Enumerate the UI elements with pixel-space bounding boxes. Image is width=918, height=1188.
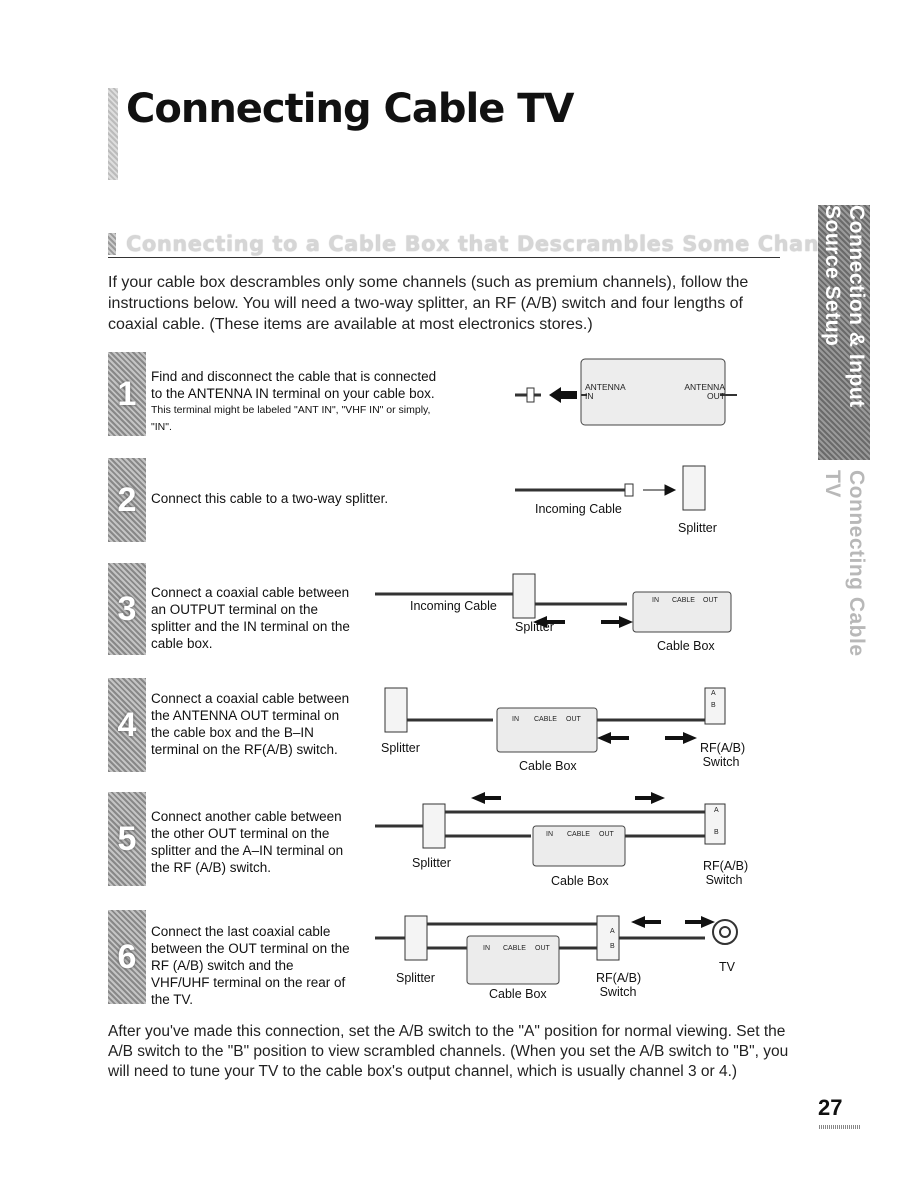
rf-switch-label-4: RF(A/B) Switch [700, 741, 746, 769]
out-label-4: OUT [566, 716, 581, 723]
step-3-number: 3 [108, 563, 146, 655]
rf-switch-label-6: RF(A/B) Switch [596, 971, 642, 999]
splitter-label-5: Splitter [412, 856, 451, 870]
splitter-label-3: Splitter [515, 620, 554, 634]
cable-box-label-5: Cable Box [551, 874, 609, 888]
side-tab-label: Connection & Input Source Setup [821, 205, 868, 408]
cable-box-shape [632, 591, 732, 633]
step-1-instruction: Find and disconnect the cable that is co… [151, 369, 437, 401]
rf-switch-shape [704, 687, 726, 725]
subtitle-accent-bar [108, 233, 116, 255]
arrow-right-icon [643, 484, 677, 496]
arrow-right-icon [601, 616, 633, 628]
tv-label: TV [719, 960, 735, 974]
diagram-step-4 [384, 687, 726, 753]
a-label-5: A [714, 807, 719, 814]
step-5-number: 5 [108, 792, 146, 886]
a-label-4: A [711, 690, 716, 697]
in-label-3: IN [652, 597, 659, 604]
arrow-right-icon [685, 916, 715, 928]
outro-paragraph: After you've made this connection, set t… [108, 1023, 789, 1080]
b-label-4: B [711, 702, 716, 709]
diagram-step-3 [375, 573, 732, 633]
cable-box-label-4: Cable Box [519, 759, 577, 773]
b-label-5: B [714, 829, 719, 836]
page-title: Connecting Cable TV [126, 86, 574, 132]
cable-box-shape [496, 707, 598, 753]
splitter-shape [682, 465, 706, 511]
splitter-label-2: Splitter [678, 521, 717, 535]
cable-label-4: CABLE [534, 716, 557, 723]
step-2-number: 2 [108, 458, 146, 542]
tv-terminal-inner [719, 926, 731, 938]
in-label-5: IN [546, 831, 553, 838]
rf-switch-shape [596, 915, 620, 961]
in-label-4: IN [512, 716, 519, 723]
step-6-text: Connect the last coaxial cable between t… [151, 924, 350, 1007]
cable-connector [624, 483, 634, 497]
cable-box-label-6: Cable Box [489, 987, 547, 1001]
splitter-shape [404, 915, 428, 961]
step-6-number: 6 [108, 910, 146, 1004]
intro-paragraph: If your cable box descrambles only some … [108, 274, 749, 333]
step-1-number: 1 [108, 352, 146, 436]
step-1-note: This terminal might be labeled "ANT IN",… [151, 404, 431, 433]
out-label-6: OUT [535, 945, 550, 952]
a-label-6: A [610, 928, 615, 935]
splitter-shape [384, 687, 408, 733]
out-label-5: OUT [599, 831, 614, 838]
arrow-left-icon [549, 387, 577, 403]
out-label-3: OUT [703, 597, 718, 604]
antenna-out-label: ANTENNA OUT [684, 382, 725, 401]
cable-box-label-3: Cable Box [657, 639, 715, 653]
title-accent-bar [108, 88, 118, 180]
section-subtitle: Connecting to a Cable Box that Descrambl… [126, 232, 871, 256]
connector-plug [526, 387, 535, 403]
cable-label-3: CABLE [672, 597, 695, 604]
b-label-6: B [610, 943, 615, 950]
subtitle-rule [108, 257, 780, 258]
incoming-cable-label-2: Incoming Cable [535, 502, 622, 516]
arrow-left-icon [631, 916, 661, 928]
splitter-shape [422, 803, 446, 849]
arrow-left-icon [471, 792, 501, 804]
antenna-in-label: ANTENNA IN [585, 382, 626, 401]
step-3-text: Connect a coaxial cable between an OUTPU… [151, 585, 350, 651]
diagram-step-6 [375, 915, 738, 985]
side-tab-background [818, 205, 870, 460]
page-number: 27 [818, 1095, 843, 1120]
side-subtitle: Connecting Cable TV [821, 470, 868, 657]
step-4-text: Connect a coaxial cable between the ANTE… [151, 691, 350, 757]
cable-box-shape [532, 825, 626, 867]
cable-label-6: CABLE [503, 945, 526, 952]
step-4-number: 4 [108, 678, 146, 772]
step-1-text: Find and disconnect the cable that is co… [151, 368, 451, 436]
arrow-right-icon [665, 732, 697, 744]
rf-switch-shape [704, 803, 726, 845]
diagram-step-5 [375, 792, 726, 867]
arrow-right-icon [635, 792, 665, 804]
incoming-cable-label-3: Incoming Cable [410, 599, 497, 613]
cable-box-rear-shape [580, 358, 726, 426]
rf-switch-label-5: RF(A/B) Switch [703, 859, 749, 887]
page-footer-mark [819, 1125, 861, 1129]
step-2-text: Connect this cable to a two-way splitter… [151, 491, 389, 506]
splitter-label-6: Splitter [396, 971, 435, 985]
cable-label-5: CABLE [567, 831, 590, 838]
arrow-left-icon [597, 732, 629, 744]
splitter-shape [512, 573, 536, 619]
cable-box-shape [466, 935, 560, 985]
step-5-text: Connect another cable between the other … [151, 809, 344, 875]
splitter-label-4: Splitter [381, 741, 420, 755]
in-label-6: IN [483, 945, 490, 952]
arrow-left-icon [533, 616, 565, 628]
diagram-step-1 [515, 358, 737, 426]
diagram-step-2 [515, 465, 706, 511]
